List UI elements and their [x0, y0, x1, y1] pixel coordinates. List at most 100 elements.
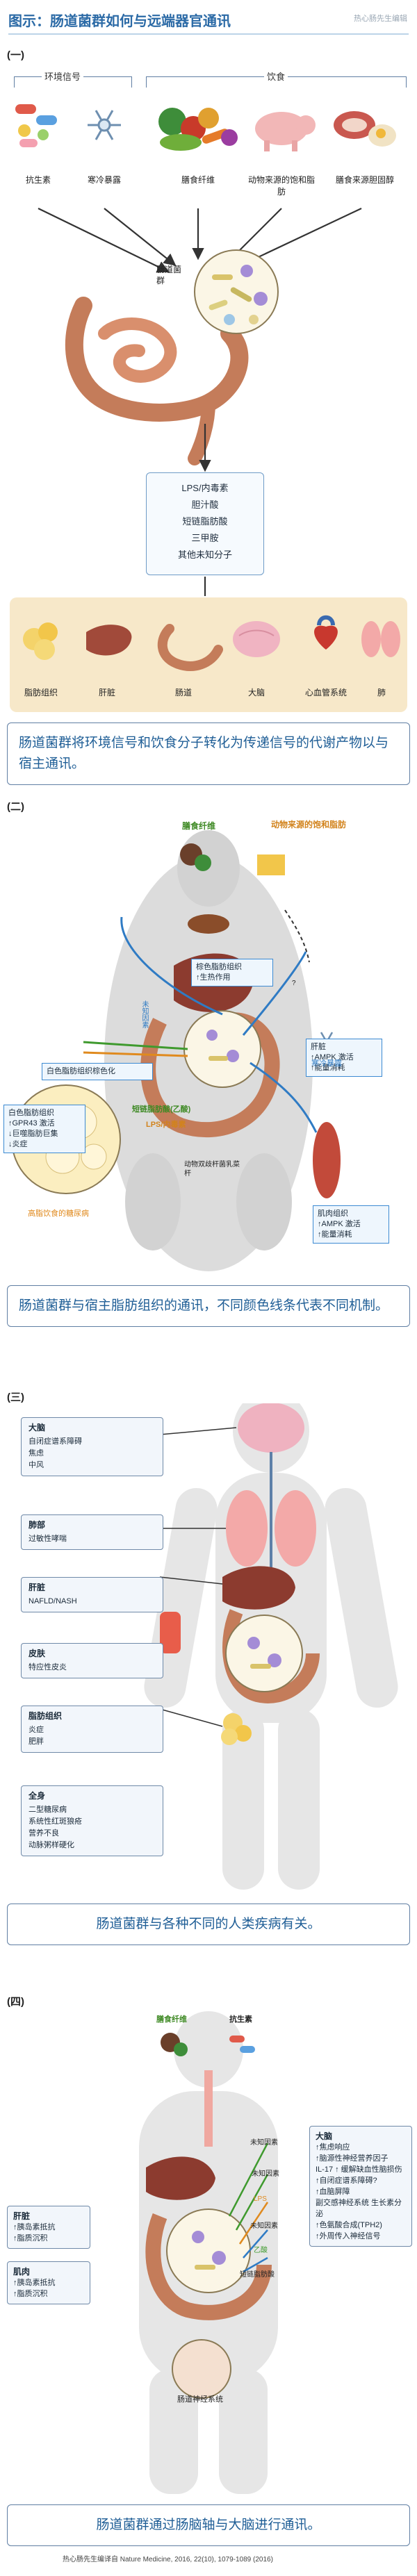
fat-disease-1: 炎症: [28, 1726, 44, 1734]
metabolite-scfa: 短链脂肪酸: [182, 516, 228, 527]
organ-lung: 肺: [377, 688, 386, 697]
lung-disease-title: 肺部: [28, 1520, 46, 1530]
muscle-effect-2: ↑能量消耗: [318, 1230, 352, 1239]
brown-fat-shape: [188, 914, 229, 934]
brown-fat-effect: ↑生热作用: [196, 973, 231, 982]
lung-left: [226, 1490, 268, 1567]
input-icons: [15, 104, 396, 151]
body-disease-3: 营养不良: [28, 1829, 59, 1838]
lung-disease-box: 肺部 过敏性哮喘: [21, 1514, 163, 1550]
muscle-title: 肌肉组织: [318, 1209, 348, 1218]
brain-disease-title: 大脑: [28, 1423, 46, 1433]
section-four-label: (四): [7, 1996, 24, 2008]
header-divider: [8, 33, 409, 35]
microbiota-icon: [183, 1010, 261, 1088]
brain-disease-3: 中风: [28, 1461, 44, 1469]
fiber-food-icon: [180, 843, 211, 871]
question-mark: ?: [292, 980, 296, 987]
brain-effect-box: 大脑 ↑焦虑响应 ↑脑源性神经营养因子 IL-17 ↑ 缓解缺血性脑损伤 ↑自闭…: [309, 2126, 412, 2247]
pills-icon: [15, 104, 57, 147]
white-fat-title: 白色脂肪组织: [8, 1109, 54, 1117]
heart-icon: [314, 615, 338, 650]
metabolite-tma: 三甲胺: [191, 533, 219, 543]
fat-cluster: [221, 1713, 252, 1745]
muscle-shape: [313, 1122, 341, 1198]
skin-disease-1: 特应性皮炎: [28, 1663, 67, 1671]
arrow-label-2: 未知因素: [252, 2170, 279, 2178]
item-cholesterol: 膳食来源胆固醇: [335, 175, 394, 185]
brain-effect-title: 大脑: [316, 2131, 333, 2141]
enteric-label: 肠道神经系统: [177, 2395, 223, 2404]
white-fat-effect-2: ↓巨噬脂肪巨集: [8, 1130, 58, 1138]
organ-gut: 肠道: [174, 688, 192, 697]
fat-disease-2: 肥胖: [28, 1737, 44, 1746]
section-one: (一) 环境信号 饮食: [0, 42, 417, 785]
organ-cardio: 心血管系统: [304, 688, 347, 697]
organ-brain: 大脑: [247, 688, 265, 697]
arrow-label-1: 未知因素: [250, 2139, 278, 2147]
unknown-label: 未知因素: [140, 1000, 148, 1028]
skin-disease-box: 皮肤 特应性皮炎: [21, 1643, 163, 1678]
metabolite-lps: LPS/内毒素: [181, 483, 229, 493]
liver-effect-title: 肝脏: [13, 2211, 31, 2221]
liver-disease-title: 肝脏: [28, 1583, 46, 1592]
liver-effect-2: ↑脂质沉积: [13, 2234, 48, 2243]
enteric-zoom: [172, 2339, 231, 2399]
body-disease-title: 全身: [28, 1791, 46, 1801]
pills-icon: [229, 2036, 255, 2053]
fiber-label: 膳食纤维: [182, 821, 216, 831]
source-credit: 热心肠先生编译自 Nature Medicine, 2016, 22(10), …: [63, 2556, 273, 2563]
meat-icon: [334, 111, 396, 147]
white-fat-effect-1: ↑GPR43 激活: [8, 1119, 55, 1128]
section-one-summary: 肠道菌群将环境信号和饮食分子转化为传递信号的代谢产物以与宿主通讯。: [7, 723, 410, 785]
muscle-effect-2: ↑脂质沉积: [13, 2290, 48, 2298]
arrow-label-3: LPS: [254, 2195, 267, 2203]
arrow-label-4: 未知因素: [250, 2222, 278, 2230]
brain-disease-box: 大脑 自闭症谱系障碍 焦虑 中风: [21, 1417, 163, 1476]
cold-label: 寒冷暴露: [311, 1059, 342, 1068]
brain-effect-6: 副交感神经系统 生长素分泌: [316, 2199, 402, 2218]
metabolite-other: 其他未知分子: [177, 550, 232, 560]
microbiota-icon: [194, 249, 279, 334]
fat-food-icon: [257, 854, 285, 875]
microbiota-icon: [225, 1615, 303, 1692]
intestine-icon: [65, 297, 249, 465]
page-title: 图示：肠道菌群如何与远端器官通讯: [8, 14, 231, 29]
liver-effect-1: ↑AMPK 激活: [311, 1053, 354, 1062]
section-four-summary: 肠道菌群通过肠脑轴与大脑进行通讯。: [7, 2504, 410, 2546]
section-two-summary: 肠道菌群与宿主脂肪组织的通讯，不同颜色线条代表不同机制。: [7, 1285, 410, 1327]
liver-disease-1: NAFLD/NASH: [28, 1597, 77, 1605]
fiber-ferment-label: 动物双歧杆菌乳菜杆: [184, 1161, 240, 1178]
diet-label: 饮食: [264, 69, 288, 83]
liver-shape: [146, 2156, 215, 2200]
organ-strip: 脂肪组织 肝脏 肠道 大脑 心血管系统 肺: [10, 597, 407, 712]
high-fat-label: 高脂饮食的糖尿病: [28, 1209, 89, 1218]
brain-effect-3: IL-17 ↑ 缓解缺血性脑损伤: [316, 2165, 402, 2174]
organ-icons: [23, 615, 400, 671]
item-antibiotic: 抗生素: [25, 175, 51, 185]
muscle-effect-box: 肌肉 ↑胰岛素抵抗 ↑脂质沉积: [7, 2261, 90, 2304]
section-four: (四): [0, 1994, 417, 2576]
liver-effect-1: ↑胰岛素抵抗: [13, 2223, 56, 2231]
brain-effect-2: ↑脑源性神经营养因子: [316, 2154, 389, 2163]
brain-disease-1: 自闭症谱系障碍: [28, 1437, 82, 1446]
section-two-label: (二): [7, 801, 24, 813]
liver-disease-box: 肝脏 NAFLD/NASH: [21, 1577, 163, 1612]
section-three: (三): [0, 1389, 417, 1987]
header: 图示：肠道菌群如何与远端器官通讯 热心肠先生编辑: [0, 0, 417, 39]
liver-effect-box: 肝脏 ↑胰岛素抵抗 ↑脂质沉积: [7, 2206, 90, 2249]
fat-disease-title: 脂肪组织: [28, 1711, 63, 1721]
arrow-label-5: 乙酸: [254, 2247, 268, 2254]
brown-fat-box: 棕色脂肪组织 ↑生热作用: [191, 959, 273, 986]
metabolites-box: LPS/内毒素 胆汁酸 短链脂肪酸 三甲胺 其他未知分子: [146, 472, 264, 575]
body-disease-2: 系统性红斑狼疮: [28, 1817, 82, 1826]
gut-microbiota-label: 肠道菌群: [156, 265, 182, 286]
item-cold: 寒冷暴露: [87, 175, 121, 185]
metabolite-bile: 胆汁酸: [191, 499, 219, 510]
env-signal-label: 环境信号: [42, 69, 84, 83]
white-fat-box: 白色脂肪组织 ↑GPR43 激活 ↓巨噬脂肪巨集 ↓炎症: [3, 1105, 85, 1153]
skin-shape: [160, 1612, 181, 1653]
muscle-effect-1: ↑胰岛素抵抗: [13, 2279, 56, 2287]
liver-effect-2: ↑能量消耗: [311, 1064, 345, 1072]
